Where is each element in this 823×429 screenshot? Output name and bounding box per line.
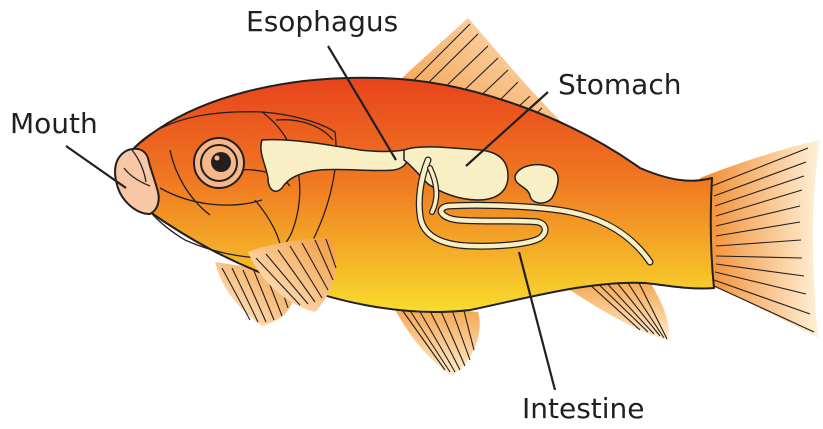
- tail-fin: [700, 140, 820, 338]
- esophagus-label: Esophagus: [246, 8, 398, 36]
- mouth-label: Mouth: [10, 110, 98, 138]
- eye: [194, 138, 244, 188]
- intestine-label: Intestine: [522, 395, 645, 423]
- stomach-label: Stomach: [558, 71, 681, 99]
